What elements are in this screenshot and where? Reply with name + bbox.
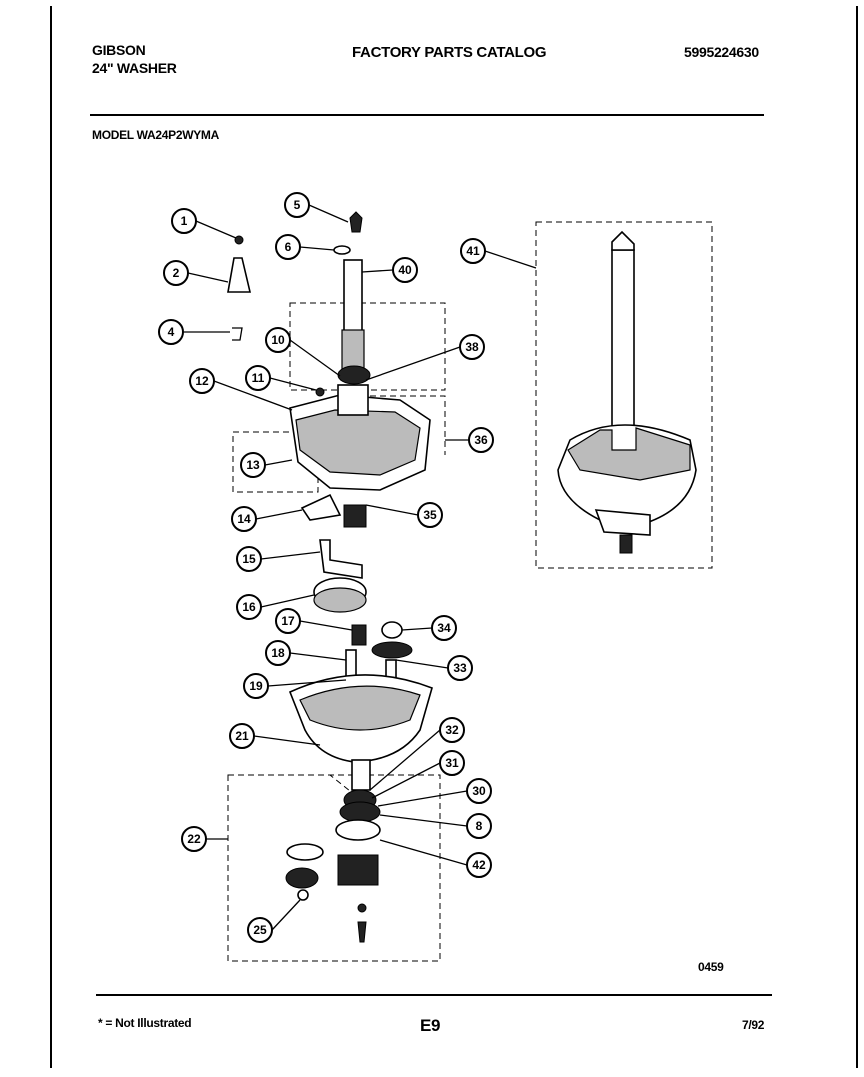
catalog-title: FACTORY PARTS CATALOG xyxy=(352,44,547,61)
svg-text:22: 22 xyxy=(187,832,201,846)
figure-code: 0459 xyxy=(698,960,724,974)
callout-13: 13 xyxy=(240,452,266,478)
callout-8: 8 xyxy=(466,813,492,839)
svg-text:11: 11 xyxy=(252,371,265,385)
svg-text:19: 19 xyxy=(249,679,263,693)
callout-15: 15 xyxy=(236,546,262,572)
callout-6: 6 xyxy=(275,234,301,260)
catalog-number: 5995224630 xyxy=(684,44,759,60)
callout-5: 5 xyxy=(284,192,310,218)
callout-11: 11 xyxy=(245,365,271,391)
brand-label: GIBSON xyxy=(92,42,146,58)
callout-4: 4 xyxy=(158,319,184,345)
svg-text:34: 34 xyxy=(437,621,451,635)
callout-35: 35 xyxy=(417,502,443,528)
svg-text:16: 16 xyxy=(242,600,256,614)
callout-18: 18 xyxy=(265,640,291,666)
gear-case-housing xyxy=(289,384,431,528)
svg-text:35: 35 xyxy=(423,508,437,522)
svg-text:6: 6 xyxy=(285,240,292,254)
svg-text:40: 40 xyxy=(398,263,412,277)
callout-40: 40 xyxy=(392,257,418,283)
assembly-box-22 xyxy=(227,774,441,962)
svg-text:8: 8 xyxy=(476,819,483,833)
callout-31: 31 xyxy=(439,750,465,776)
callout-circles: 1 2 4 5 6 40 10 11 12 38 13 36 14 35 41 … xyxy=(158,192,494,943)
page-frame xyxy=(50,6,858,1068)
transmission-assembly-part xyxy=(557,230,697,554)
footer-rule xyxy=(96,994,772,996)
svg-text:30: 30 xyxy=(472,784,486,798)
callout-10: 10 xyxy=(265,327,291,353)
leader-lines xyxy=(184,204,537,931)
svg-text:25: 25 xyxy=(253,923,267,937)
svg-text:10: 10 xyxy=(271,333,285,347)
callout-17: 17 xyxy=(275,608,301,634)
header-rule xyxy=(90,114,764,116)
upper-shaft-parts xyxy=(227,211,371,385)
callout-32: 32 xyxy=(439,717,465,743)
svg-text:14: 14 xyxy=(237,512,251,526)
callout-34: 34 xyxy=(431,615,457,641)
svg-text:38: 38 xyxy=(465,340,479,354)
callout-33: 33 xyxy=(447,655,473,681)
callout-16: 16 xyxy=(236,594,262,620)
svg-text:41: 41 xyxy=(466,244,480,258)
svg-text:1: 1 xyxy=(181,214,188,228)
svg-text:33: 33 xyxy=(453,661,467,675)
callout-14: 14 xyxy=(231,506,257,532)
svg-text:15: 15 xyxy=(242,552,256,566)
callout-12: 12 xyxy=(189,368,215,394)
callout-41: 41 xyxy=(460,238,486,264)
svg-text:2: 2 xyxy=(173,266,180,280)
svg-text:21: 21 xyxy=(235,729,249,743)
lower-clutch-parts xyxy=(285,789,381,943)
callout-42: 42 xyxy=(466,852,492,878)
callout-30: 30 xyxy=(466,778,492,804)
svg-text:5: 5 xyxy=(294,198,301,212)
svg-text:17: 17 xyxy=(281,614,295,628)
svg-text:42: 42 xyxy=(472,858,486,872)
product-label: 24" WASHER xyxy=(92,60,177,76)
svg-text:12: 12 xyxy=(195,374,209,388)
footnote-not-illustrated: * = Not Illustrated xyxy=(98,1016,192,1030)
callout-21: 21 xyxy=(229,723,255,749)
svg-text:32: 32 xyxy=(445,723,459,737)
svg-text:36: 36 xyxy=(474,433,488,447)
svg-text:18: 18 xyxy=(271,646,285,660)
catalog-date: 7/92 xyxy=(742,1018,765,1032)
callout-36: 36 xyxy=(468,427,494,453)
model-label: MODEL WA24P2WYMA xyxy=(92,128,219,142)
callout-25: 25 xyxy=(247,917,273,943)
svg-text:31: 31 xyxy=(445,756,459,770)
callout-2: 2 xyxy=(163,260,189,286)
assembly-box-38 xyxy=(289,302,446,391)
callout-19: 19 xyxy=(243,673,269,699)
svg-text:4: 4 xyxy=(168,325,175,339)
svg-text:13: 13 xyxy=(246,458,260,472)
callout-38: 38 xyxy=(459,334,485,360)
assembly-box-41 xyxy=(535,221,713,569)
callout-1: 1 xyxy=(171,208,197,234)
gear-case-base xyxy=(288,674,433,791)
page-number: E9 xyxy=(420,1016,441,1035)
callout-22: 22 xyxy=(181,826,207,852)
